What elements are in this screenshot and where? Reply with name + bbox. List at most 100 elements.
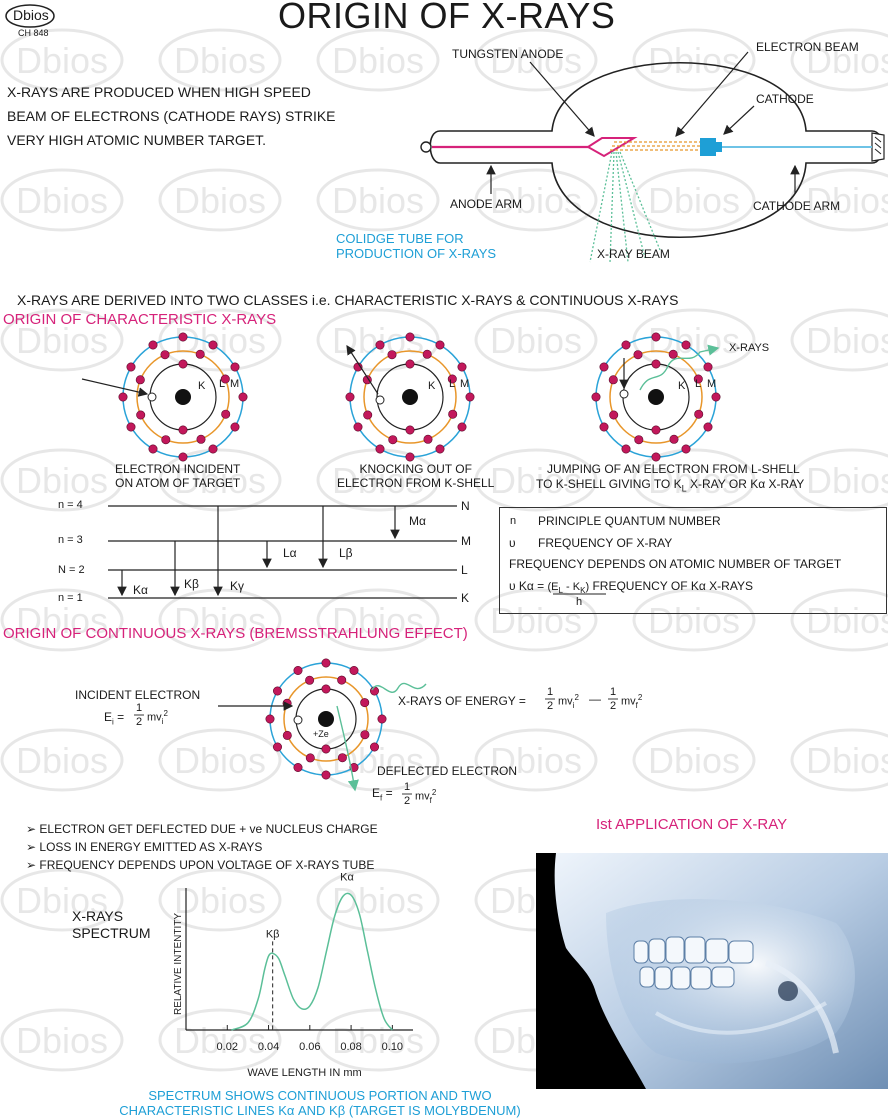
screw-icon [871, 132, 885, 162]
spectrum-line [231, 892, 394, 1031]
electron [126, 422, 136, 432]
electron [608, 375, 618, 385]
dental-xray-image [536, 853, 888, 1089]
info-line-3: FREQUENCY DEPENDS ON ATOMIC NUMBER OF TA… [509, 557, 842, 571]
electron [126, 362, 136, 372]
peak-label: Kα [340, 872, 354, 884]
intro-line-1: X-RAYS ARE PRODUCED WHEN HIGH SPEED [7, 84, 311, 100]
electron [599, 422, 609, 432]
ef-prefix: E [372, 786, 381, 800]
level-right-n: N [461, 499, 470, 513]
bullet-text-2: LOSS IN ENERGY EMITTED AS X-RAYS [39, 840, 263, 854]
electron [447, 374, 457, 384]
transition-k-alpha: Kα [133, 583, 148, 597]
electron [337, 753, 347, 763]
incident-electron-label: INCIDENT ELECTRON [75, 688, 201, 702]
shell-label-k-3: K [678, 380, 686, 392]
chart-code: CH 848 [18, 28, 49, 38]
electron [321, 770, 331, 780]
electron [387, 350, 397, 360]
tube-caption: COLIDGE TUBE FOR PRODUCTION OF X-RAYS [336, 231, 496, 261]
electron [369, 686, 379, 696]
electron [693, 374, 703, 384]
ei-mv-sup: 2 [163, 709, 168, 718]
nucleus [648, 389, 664, 405]
electron [457, 362, 467, 372]
electron [423, 434, 433, 444]
electron [651, 359, 661, 369]
info-symbol-nu: υ [509, 536, 516, 550]
electron [388, 435, 398, 445]
electron [405, 332, 415, 342]
ei-half-num: 1 [136, 702, 143, 714]
deflected-electron-label: DEFLECTED ELECTRON [377, 764, 518, 778]
xe-half-den-1: 2 [547, 700, 554, 712]
electron [282, 730, 292, 740]
vacancy [147, 392, 157, 402]
level-left-2: N = 2 [58, 564, 85, 576]
electron [208, 444, 218, 454]
intro-text: X-RAYS ARE PRODUCED WHEN HIGH SPEED BEAM… [7, 80, 336, 152]
x-tick-label: 0.02 [217, 1041, 238, 1053]
x-tick-label: 0.06 [299, 1041, 320, 1053]
xray-wave [639, 344, 720, 391]
electron [651, 332, 661, 342]
xe-mvi-sub: i [572, 700, 575, 710]
transition-l-alpha: Lα [283, 546, 297, 560]
electron [230, 422, 240, 432]
electron [668, 349, 678, 359]
ejected-arrow [346, 344, 379, 395]
incident-arrow [81, 378, 149, 397]
electron [465, 392, 475, 402]
ei-mv-text: mv [147, 711, 162, 724]
label-cathode-arm: CATHODE ARM [753, 199, 841, 213]
electron [118, 392, 128, 402]
xe-mvf-sub: f [635, 700, 638, 710]
shell-label-k-1: K [198, 380, 206, 392]
nucleus [318, 711, 334, 727]
ei-half-den: 2 [136, 716, 143, 728]
xe-minus: — [589, 692, 601, 706]
electron [377, 714, 387, 724]
electron [178, 332, 188, 342]
shell-label-l-3: L [695, 378, 702, 390]
tube-caption-line-2: PRODUCTION OF X-RAYS [336, 246, 497, 261]
electron [161, 435, 171, 445]
xe-half-den-2: 2 [610, 700, 617, 712]
electron [321, 684, 331, 694]
ei-prefix: E [104, 710, 113, 724]
xe-mvf-text: mv [621, 695, 636, 708]
electron [230, 362, 240, 372]
formula-rhs: FREQUENCY OF Kα X-RAYS [589, 579, 753, 593]
legend-box [499, 507, 887, 614]
bullet-list: ➢ ELECTRON GET DEFLECTED DUE + ve NUCLEU… [26, 820, 378, 874]
xe-half-num-1: 1 [547, 686, 554, 698]
x-tick-label: 0.04 [258, 1041, 279, 1053]
electron [148, 340, 158, 350]
bremsstrahlung-arrows [218, 682, 427, 792]
bullet-text-3: FREQUENCY DEPENDS UPON VOLTAGE OF X-RAYS… [39, 858, 375, 872]
x-tick-label: 0.08 [340, 1041, 361, 1053]
shell-label-k-2: K [428, 380, 436, 392]
electron [703, 362, 713, 372]
xe-mvi: mvi2 [558, 693, 579, 710]
energy-level-diagram [108, 505, 457, 599]
electron [363, 410, 373, 420]
caption-knocking-line-2: ELECTRON FROM K-SHELL [337, 476, 495, 490]
info-formula: υ Kα = (EL - KK) FREQUENCY OF Kα X-RAYS [509, 579, 753, 595]
label-xray-beam: X-RAY BEAM [597, 247, 670, 261]
label-anode-arm: ANODE ARM [450, 197, 523, 211]
shell-label-l-1: L [219, 378, 226, 390]
electron [651, 425, 661, 435]
electron [703, 422, 713, 432]
electron [353, 422, 363, 432]
electron [349, 665, 359, 675]
caption-jumping-sub: L [681, 483, 687, 494]
spectrum-caption: SPECTRUM SHOWS CONTINUOUS PORTION AND TW… [95, 1088, 545, 1118]
electron [136, 410, 146, 420]
shell-label-l-2: L [449, 378, 456, 390]
electron [633, 350, 643, 360]
x-tick-label: 0.10 [382, 1041, 403, 1053]
electron [195, 349, 205, 359]
